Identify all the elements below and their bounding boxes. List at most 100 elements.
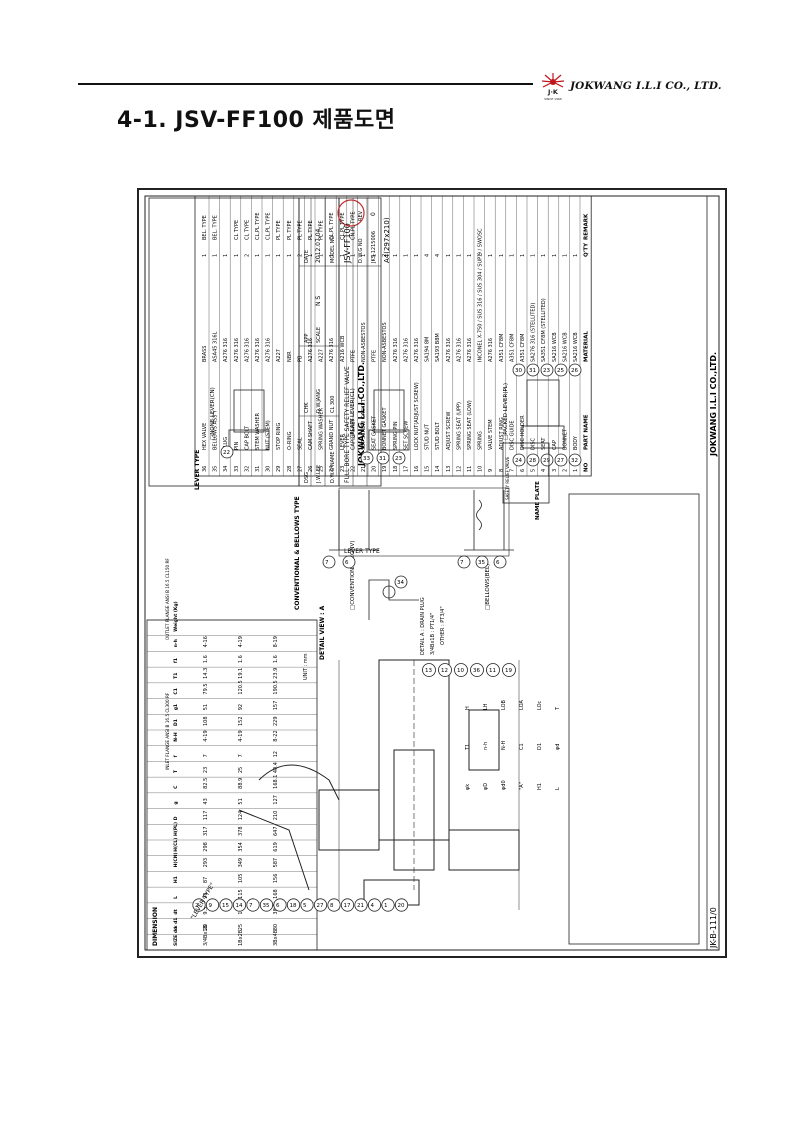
parts-row-cell: 12 (456, 466, 462, 472)
dimension-row-cell: 168 (273, 889, 279, 899)
part-balloon-number: 20 (398, 903, 405, 909)
parts-row-cell: 1 (319, 254, 325, 257)
parts-header-cell: MATERIAL (584, 331, 590, 362)
parts-row-cell: SPRING SEAT (LOW) (467, 400, 473, 450)
dimension-row-cell: 9.5 (203, 907, 209, 915)
part-balloon-number: 31 (379, 456, 386, 462)
dimension-row-cell: 210 (273, 811, 279, 821)
parts-row-cell: 1 (340, 254, 346, 257)
dimension-row-cell: 1Bx2B (238, 929, 244, 946)
dimension-callout: T1 (465, 744, 471, 751)
parts-row-cell: A276 316 (244, 338, 250, 362)
parts-row-cell: 17 (403, 466, 409, 472)
parts-row-cell: 32 (244, 466, 250, 472)
dimension-callout: H1 (537, 783, 543, 790)
parts-row-cell: O-RING (287, 431, 293, 450)
parts-row-cell: BEL. TYPE (202, 215, 208, 240)
parts-row-cell: ADJUST SCREW (446, 411, 452, 450)
part-balloon-number: 4 (371, 903, 375, 909)
part-balloon-number: 22 (223, 450, 230, 456)
parts-row-cell: 9 (488, 469, 494, 472)
parts-row-cell: PIN (234, 442, 240, 450)
dimension-row-cell: 619 (273, 842, 279, 852)
parts-row-cell: 4 (425, 254, 431, 257)
parts-row-cell: 1 (213, 254, 219, 257)
parts-row-cell: A276 316 (266, 338, 272, 362)
part-balloon (340, 898, 355, 912)
part-balloon-number: 35 (263, 903, 270, 909)
dimension-callout: LOA (519, 700, 525, 710)
parts-row-cell: 1 (499, 254, 505, 257)
parts-row-cell: 36 (202, 466, 208, 472)
dimension-header-cell: d (173, 927, 179, 930)
dimension-row-cell: 152 (238, 716, 244, 726)
tb-dsg-name: J.W.LEE (316, 465, 322, 484)
page-title: 4-1. JSV-FF100 제품도면 (117, 108, 396, 133)
parts-row-cell: BELLOWS ASS'Y (213, 409, 219, 450)
parts-row-cell: 1 (350, 254, 356, 257)
dimension-row-cell: 88.9 (238, 778, 244, 789)
part-balloon-number: 23 (395, 456, 402, 462)
dimension-row-cell: 8-22 (273, 730, 279, 741)
parts-row-cell: A216 WCB (340, 335, 346, 362)
parts-row-cell: BONNET (562, 428, 568, 450)
parts-row-cell: DISC (531, 438, 537, 450)
parts-row-cell: 1 (573, 469, 579, 472)
parts-row-cell: 1 (446, 254, 452, 257)
part-balloon-number: 28 (529, 458, 536, 464)
parts-row-cell: PL TYPE (287, 220, 293, 240)
parts-row-cell: 22 (350, 466, 356, 472)
dimension-row-cell: 647 (273, 826, 279, 836)
bellows-label: □BELLOWS(BEL) (485, 564, 491, 610)
dimension-row-cell: 229 (273, 716, 279, 726)
parts-row-cell: DISC GUIDE (509, 420, 515, 450)
dimension-row-cell: 25 (238, 767, 244, 773)
dimension-callout: "A" (519, 782, 525, 790)
parts-row-cell: SA193 B8M (435, 333, 441, 362)
dimension-callout: φd (555, 744, 561, 750)
parts-row-cell: 26 (308, 466, 314, 472)
parts-row-cell: SA276 316 (STELLITED) (531, 303, 537, 362)
parts-row-cell: LOCK NUT(ADJUST SCREW) (414, 382, 420, 450)
parts-row-cell: 15 (425, 466, 431, 472)
part-balloon-number: 27 (557, 458, 564, 464)
parts-row-cell: SPRING SEAT (UPP) (456, 402, 462, 450)
parts-row-cell: 1 (287, 254, 293, 257)
dimension-callout: T (555, 706, 561, 711)
dimension-callout: N-H (501, 740, 507, 750)
lever-type-section: LEVER TYPE (338, 487, 510, 557)
parts-row-cell: 1 (372, 254, 378, 257)
part-balloon-number: 6 (345, 560, 349, 566)
dimension-header-cell: SIZE d x d1 (173, 918, 179, 946)
part-balloon-number: 30 (515, 368, 522, 374)
dimension-callout: φk (465, 784, 471, 790)
parts-row-cell: 31 (255, 466, 261, 472)
dimension-header-cell: f1 (173, 658, 179, 663)
tb-date-label: DATE (304, 250, 310, 263)
tb-chk-name: D.W.JANG (316, 389, 322, 413)
dimension-row-cell: 117 (203, 811, 209, 821)
tb-dwg-no-label: D.W.G NO (358, 238, 364, 263)
parts-row-cell: CL,PL TYPE (329, 212, 335, 240)
parts-row-cell: STUD BOLT (435, 421, 441, 450)
parts-row-cell: 10 (478, 466, 484, 472)
dimension-header-cell: C (173, 785, 179, 789)
dimension-row-cell: 8-19 (273, 636, 279, 647)
dimension-header-cell: H(CL) (173, 838, 179, 852)
parts-row-cell: 34 (223, 466, 229, 472)
parts-row-cell: 1 (361, 254, 367, 257)
parts-row-cell: 1 (467, 254, 473, 257)
parts-row-cell: A351 CF8M (520, 334, 526, 362)
parts-row-cell: SPRING (478, 431, 484, 450)
part-balloon-number: 5 (303, 903, 307, 909)
dimension-callout: D1 (537, 743, 543, 750)
part-balloon (286, 898, 301, 912)
part-balloon (486, 663, 500, 677)
parts-row-cell: 23 (340, 466, 346, 472)
dimension-row-cell: 120.5 (238, 680, 244, 694)
parts-row-cell: LEVER (340, 433, 346, 450)
header-rule (78, 83, 533, 85)
part-balloon-number: 13 (425, 668, 432, 674)
